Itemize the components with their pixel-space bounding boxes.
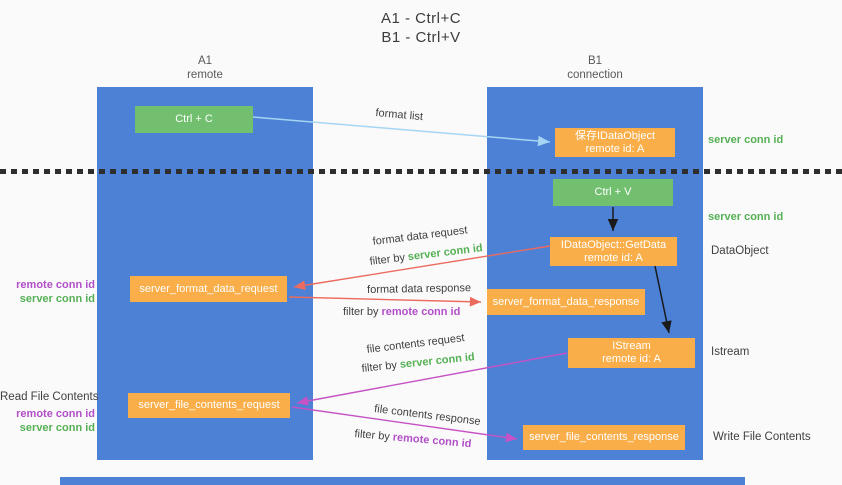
arrow-label-format-list: format list	[374, 107, 424, 124]
label-server-conn-id-left-mid: server conn id	[19, 293, 95, 305]
node-save-dataobject: 保存IDataObject remote id: A	[555, 128, 675, 157]
lane-b1-subtitle: connection	[567, 69, 623, 81]
label-remote-conn-id-bottom: remote conn id	[16, 408, 95, 420]
label-write-file-contents: Write File Contents	[713, 431, 811, 443]
bottom-lane-fragment	[60, 477, 745, 485]
label-server-conn-id-mid: server conn id	[708, 211, 784, 223]
arrow-label-format-data-request: format data request	[372, 224, 469, 248]
title-line-2: B1 - Ctrl+V	[381, 29, 461, 46]
node-server-file-contents-request: server_file_contents_request	[128, 393, 290, 418]
lane-header-a1: A1 remote	[97, 54, 313, 82]
filter-prefix: filter by	[369, 251, 406, 268]
filter-prefix: filter by	[353, 428, 391, 444]
filter-prefix: filter by	[343, 306, 379, 318]
lane-a1-title: A1	[197, 55, 213, 67]
node-server-format-data-request: server_format_data_request	[130, 276, 287, 302]
lane-a1-subtitle: remote	[187, 69, 223, 81]
label-istream: Istream	[711, 346, 750, 358]
arrow-label-file-contents-request: file contents request	[366, 332, 466, 356]
label-server-conn-id-top: server conn id	[708, 134, 784, 146]
node-server-file-contents-response: server_file_contents_response	[523, 425, 685, 450]
node-istream: IStream remote id: A	[568, 338, 695, 368]
label-remote-conn-id-mid: remote conn id	[16, 279, 95, 291]
arrow-format-data-response	[288, 296, 482, 307]
diagram-title: A1 - Ctrl+C B1 - Ctrl+V	[0, 9, 842, 47]
lane-b1-title: B1	[587, 55, 603, 67]
filter-key-remote-conn-id: remote conn id	[381, 306, 461, 318]
node-getdata-line1: IDataObject::GetData	[560, 238, 667, 251]
node-save-dataobject-line2: remote id: A	[585, 142, 645, 155]
node-save-dataobject-line1: 保存IDataObject	[574, 129, 656, 142]
arrow-label-format-data-response: format data response	[367, 282, 472, 296]
node-idataobject-getdata: IDataObject::GetData remote id: A	[550, 237, 677, 266]
filter-key-remote-conn-id: remote conn id	[392, 431, 472, 451]
node-ctrl-v: Ctrl + V	[553, 179, 673, 206]
title-line-1: A1 - Ctrl+C	[380, 10, 462, 27]
label-read-file-contents: Read File Contents	[0, 391, 99, 403]
filter-prefix: filter by	[361, 359, 398, 375]
arrow-label-file-contents-response: file contents response	[373, 403, 482, 428]
node-istream-line2: remote id: A	[602, 353, 661, 365]
node-getdata-line2: remote id: A	[584, 251, 643, 264]
filter-key-server-conn-id: server conn id	[399, 351, 476, 371]
label-server-conn-id-left-bottom: server conn id	[19, 422, 95, 434]
label-dataobject: DataObject	[711, 245, 769, 257]
node-istream-line1: IStream	[612, 340, 651, 352]
node-ctrl-c: Ctrl + C	[135, 106, 253, 133]
session-divider-line	[0, 169, 842, 174]
node-server-format-data-response: server_format_data_response	[487, 289, 645, 315]
filter-key-server-conn-id: server conn id	[407, 242, 484, 264]
lane-header-b1: B1 connection	[487, 54, 703, 82]
